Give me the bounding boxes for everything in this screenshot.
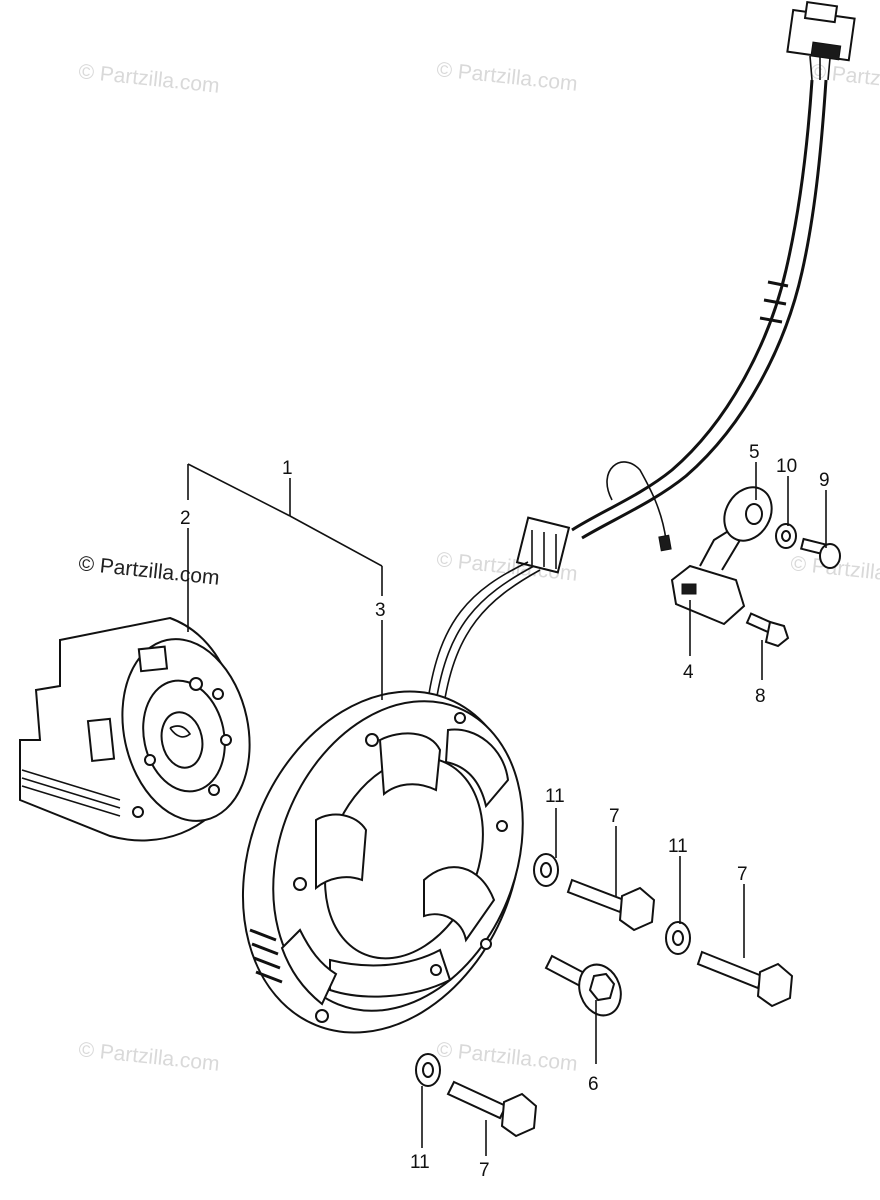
watermark: © Partzilla.com (77, 60, 220, 98)
screw-8 (745, 612, 790, 648)
cable-tie (759, 280, 789, 324)
watermark: © Partzilla.com (77, 552, 220, 590)
stator-label-stripes (249, 928, 283, 984)
watermark: © Partzilla.com (435, 1038, 578, 1076)
callout-4: 4 (683, 662, 694, 683)
stator-coils (280, 728, 510, 1006)
bolt-6 (544, 954, 622, 1017)
callout-7: 7 (737, 864, 748, 885)
ground-wire (606, 461, 667, 541)
wire-sheath-edge (581, 79, 828, 540)
callout-11: 11 (410, 1152, 430, 1173)
callout-5: 5 (749, 442, 760, 463)
watermark: © Partzilla.com (77, 1038, 220, 1076)
washer-10 (775, 523, 797, 549)
pulser-rotor (723, 486, 773, 542)
rotor-flywheel (19, 616, 251, 842)
callout-9: 9 (819, 470, 830, 491)
watermark: © Partzilla.com (435, 58, 578, 96)
callout-8: 8 (755, 686, 766, 707)
wiring-harness (427, 0, 856, 705)
pulser-generator (670, 528, 746, 626)
screw-9 (799, 537, 841, 569)
callout-7: 7 (609, 806, 620, 827)
bolt-7c (446, 1080, 538, 1138)
stator-wire (443, 569, 541, 705)
bolt-7b (696, 950, 794, 1008)
callout-6: 6 (588, 1074, 599, 1095)
wire-sheath (571, 79, 814, 532)
callout-labels: 1 2 3 4 5 6 7 7 7 8 9 10 11 11 11 (180, 442, 830, 1181)
washer-11a (533, 853, 559, 887)
inline-connector (515, 516, 571, 574)
stator-wire (435, 565, 535, 703)
callout-11: 11 (668, 836, 688, 857)
leader-lines (187, 462, 827, 1156)
callout-1: 1 (282, 458, 293, 479)
washer-11b (665, 921, 691, 955)
washer-11c (415, 1053, 441, 1087)
callout-7: 7 (479, 1160, 490, 1181)
callout-11: 11 (545, 786, 565, 807)
callout-2: 2 (180, 508, 191, 529)
bolt-7a (566, 878, 656, 932)
stator-assembly (241, 690, 524, 1034)
callout-10: 10 (776, 456, 797, 477)
ground-terminal (658, 534, 672, 552)
coupler-connector (786, 0, 856, 81)
callout-3: 3 (375, 600, 386, 621)
stator-wire (427, 561, 529, 701)
